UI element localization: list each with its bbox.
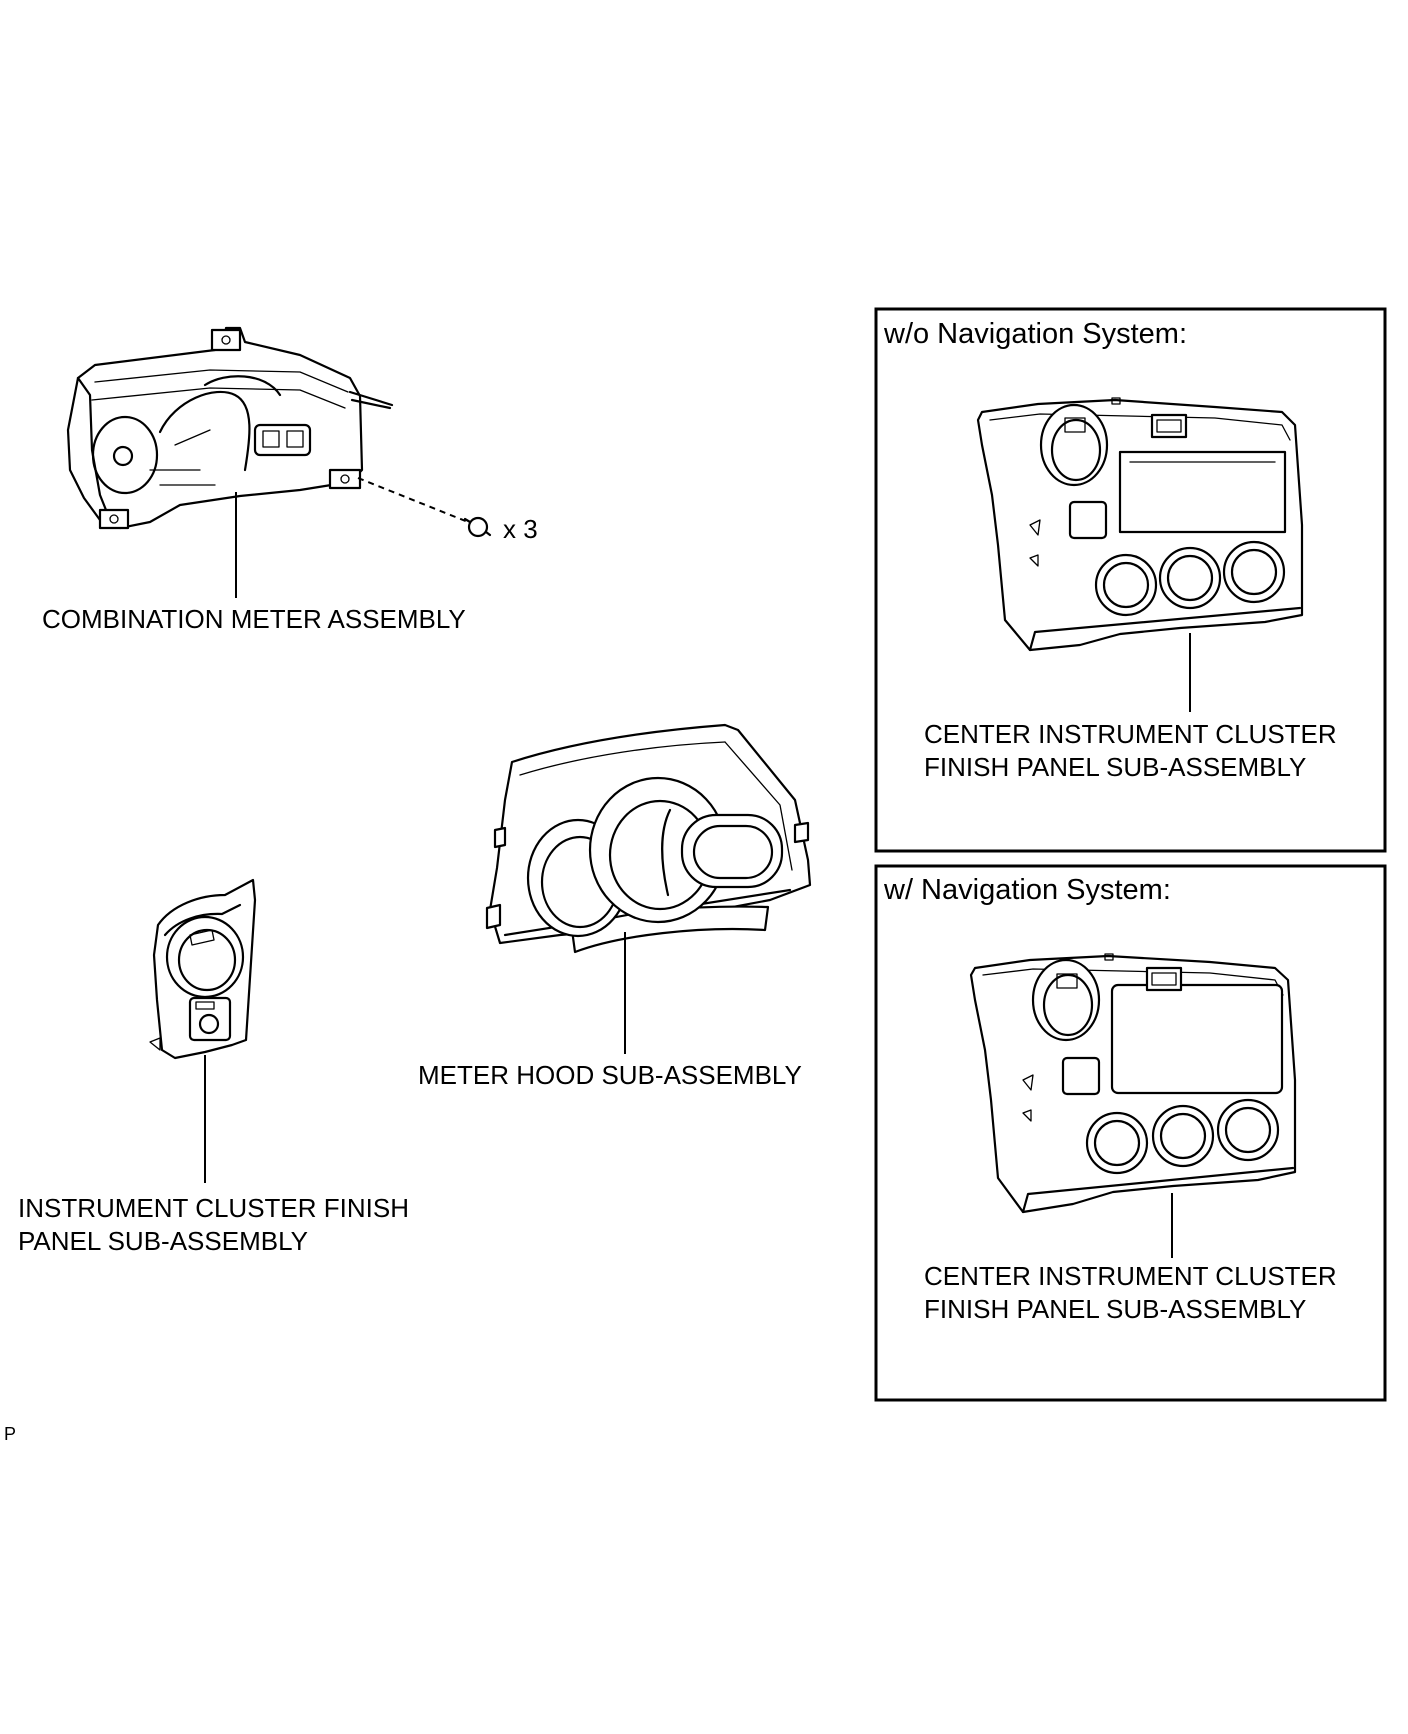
- screw-quantity-label: x 3: [503, 514, 538, 544]
- combination-meter-assembly-illustration: [66, 326, 492, 598]
- instrument-cluster-panel-label-line1: INSTRUMENT CLUSTER FINISH: [18, 1193, 409, 1223]
- center-panel-without-nav-illustration: [976, 397, 1304, 652]
- instrument-cluster-finish-panel-illustration: [149, 878, 257, 1183]
- center-panel-with-nav-label-line2: FINISH PANEL SUB-ASSEMBLY: [924, 1294, 1306, 1324]
- center-panel-with-nav-label-line1: CENTER INSTRUMENT CLUSTER: [924, 1261, 1337, 1291]
- meter-hood-label: METER HOOD SUB-ASSEMBLY: [418, 1060, 802, 1090]
- without-navigation-box: w/o Navigation System: CENTER INSTRUMENT…: [874, 307, 1387, 853]
- combination-meter-label: COMBINATION METER ASSEMBLY: [42, 604, 466, 634]
- instrument-cluster-panel-label-line2: PANEL SUB-ASSEMBLY: [18, 1226, 308, 1256]
- center-panel-with-nav-illustration: [969, 953, 1297, 1214]
- with-navigation-box: w/ Navigation System: CENTER INSTRUMENT …: [874, 864, 1387, 1402]
- with-navigation-header: w/ Navigation System:: [883, 874, 1171, 906]
- screw-icon: [463, 516, 492, 538]
- corner-mark: P: [4, 1424, 16, 1444]
- center-panel-without-nav-label-line2: FINISH PANEL SUB-ASSEMBLY: [924, 752, 1306, 782]
- center-panel-without-nav-label-line1: CENTER INSTRUMENT CLUSTER: [924, 719, 1337, 749]
- meter-hood-illustration: [485, 723, 812, 1054]
- without-navigation-header: w/o Navigation System:: [883, 318, 1187, 350]
